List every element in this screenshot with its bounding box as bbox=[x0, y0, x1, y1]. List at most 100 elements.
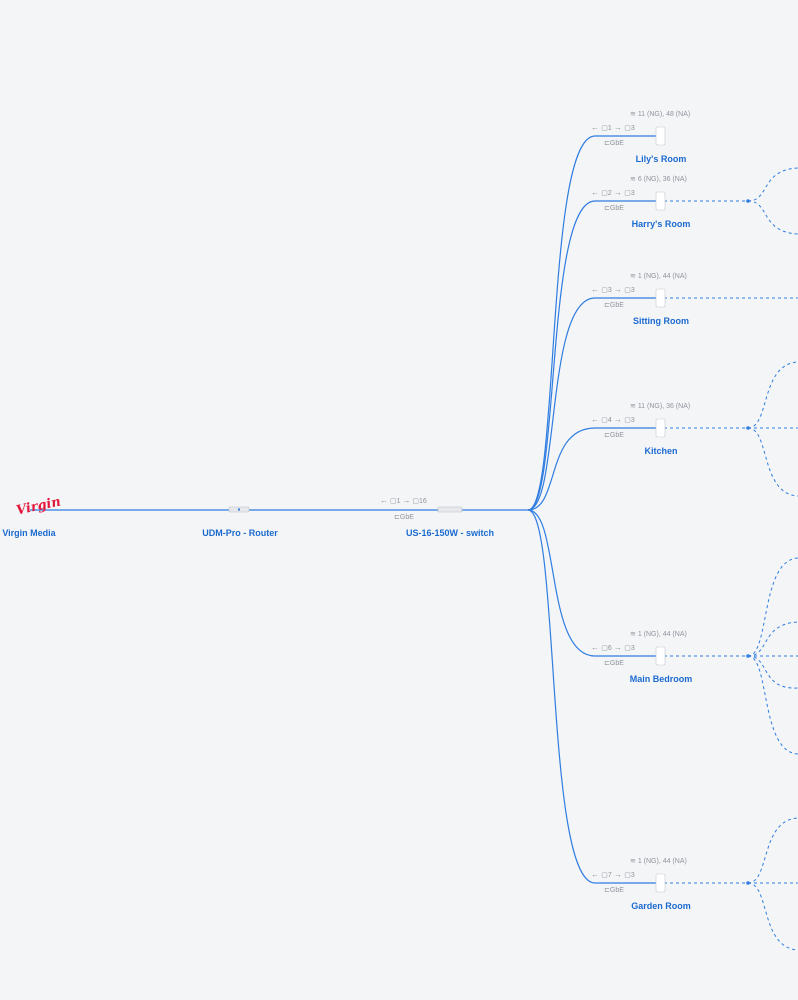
ap-label-kitchen[interactable]: Kitchen bbox=[644, 446, 678, 456]
switch-ports-down: 16 bbox=[419, 498, 427, 505]
access-point-icon[interactable] bbox=[655, 191, 666, 211]
ap-label-lily-s-room[interactable]: Lily's Room bbox=[635, 154, 687, 164]
ap-port-stats-main-bedroom: ← ▢6 → ▢3 bbox=[591, 643, 635, 652]
access-point-icon[interactable] bbox=[655, 288, 666, 308]
ap-speed-garden-room: ⊏GbE bbox=[604, 886, 624, 894]
ap-speed-sitting-room: ⊏GbE bbox=[604, 301, 624, 309]
ap-speed-lily-s-room: ⊏GbE bbox=[604, 139, 624, 147]
ap-port-stats-garden-room: ← ▢7 → ▢3 bbox=[591, 870, 635, 879]
ap-port-down: 3 bbox=[630, 287, 635, 294]
ap-port-up: 3 bbox=[607, 287, 612, 294]
ap-port-stats-lily-s-room: ← ▢1 → ▢3 bbox=[591, 123, 635, 132]
ap-speed-value: GbE bbox=[609, 432, 624, 439]
downlink-port-icon: ▢ bbox=[624, 417, 631, 424]
ap-label-garden-room[interactable]: Garden Room bbox=[631, 901, 691, 911]
ap-speed-main-bedroom: ⊏GbE bbox=[604, 659, 624, 667]
ap-port-down: 3 bbox=[630, 417, 635, 424]
ap-port-up: 2 bbox=[607, 190, 612, 197]
arrow-left-icon: ← bbox=[591, 643, 602, 652]
ethernet-icon: ⊏ bbox=[604, 205, 610, 212]
access-point-icon[interactable] bbox=[655, 873, 666, 893]
ap-label-main-bedroom[interactable]: Main Bedroom bbox=[629, 674, 693, 684]
arrow-right-icon: → bbox=[611, 643, 625, 652]
uplink-port-icon: ▢ bbox=[601, 417, 608, 424]
ap-client-count-sitting-room: ≋ 1 (NG), 44 (NA) bbox=[630, 272, 687, 280]
ap-clients-text: 1 (NG), 44 (NA) bbox=[637, 631, 687, 638]
router-device-icon[interactable] bbox=[228, 506, 250, 513]
switch-port-stats: ← ▢1 → ▢16 bbox=[380, 496, 427, 505]
uplink-port-icon: ▢ bbox=[601, 287, 608, 294]
ap-clients-text: 11 (NG), 48 (NA) bbox=[637, 111, 691, 118]
switch-speed: ⊏GbE bbox=[394, 513, 414, 521]
uplink-port-icon: ▢ bbox=[601, 125, 608, 132]
ap-port-down: 3 bbox=[630, 125, 635, 132]
ap-label-sitting-room[interactable]: Sitting Room bbox=[633, 316, 689, 326]
uplink-port-icon: ▢ bbox=[389, 498, 397, 505]
ap-client-count-kitchen: ≋ 11 (NG), 36 (NA) bbox=[630, 402, 690, 410]
ap-clients-text: 1 (NG), 44 (NA) bbox=[637, 858, 687, 865]
ap-client-count-garden-room: ≋ 1 (NG), 44 (NA) bbox=[630, 857, 687, 865]
downlink-port-icon: ▢ bbox=[624, 190, 631, 197]
ethernet-icon: ⊏ bbox=[394, 514, 400, 521]
ap-speed-value: GbE bbox=[609, 887, 624, 894]
ap-client-count-harry-s-room: ≋ 6 (NG), 36 (NA) bbox=[630, 175, 687, 183]
uplink-garden-room bbox=[527, 509, 658, 884]
router-label[interactable]: UDM-Pro - Router bbox=[202, 528, 278, 538]
arrow-left-icon: ← bbox=[380, 496, 388, 505]
ap-port-down: 3 bbox=[630, 190, 635, 197]
uplink-harrys-room bbox=[527, 200, 658, 511]
uplink-lilys-room bbox=[527, 135, 658, 511]
ethernet-icon: ⊏ bbox=[604, 887, 610, 894]
ap-client-count-lily-s-room: ≋ 11 (NG), 48 (NA) bbox=[630, 110, 690, 118]
mesh-junctions bbox=[746, 199, 750, 885]
ap-port-stats-harry-s-room: ← ▢2 → ▢3 bbox=[591, 188, 635, 197]
ethernet-icon: ⊏ bbox=[604, 660, 610, 667]
ap-port-down: 3 bbox=[630, 872, 635, 879]
wireless-mesh-links bbox=[664, 167, 798, 951]
ap-speed-value: GbE bbox=[609, 140, 624, 147]
isp-label[interactable]: Virgin Media bbox=[2, 528, 56, 538]
ap-clients-text: 1 (NG), 44 (NA) bbox=[637, 273, 687, 280]
ap-speed-value: GbE bbox=[609, 205, 624, 212]
ethernet-icon: ⊏ bbox=[604, 302, 610, 309]
access-point-icon[interactable] bbox=[655, 646, 666, 666]
wifi-antenna-icon: ≋ bbox=[630, 176, 638, 183]
uplink-kitchen bbox=[527, 427, 658, 511]
arrow-right-icon: → bbox=[611, 188, 625, 197]
uplink-main-bedroom bbox=[527, 509, 658, 657]
ap-label-harry-s-room[interactable]: Harry's Room bbox=[631, 219, 691, 229]
downlink-port-icon: ▢ bbox=[624, 125, 631, 132]
switch-device-icon[interactable] bbox=[437, 506, 463, 513]
access-point-icon[interactable] bbox=[655, 418, 666, 438]
wifi-antenna-icon: ≋ bbox=[630, 403, 638, 410]
ap-speed-value: GbE bbox=[609, 302, 624, 309]
arrow-left-icon: ← bbox=[591, 123, 602, 132]
switch-speed-value: GbE bbox=[399, 514, 414, 521]
arrow-right-icon: → bbox=[611, 415, 625, 424]
arrow-right-icon: → bbox=[611, 870, 625, 879]
switch-label[interactable]: US-16-150W - switch bbox=[405, 528, 495, 538]
ap-port-down: 3 bbox=[630, 645, 635, 652]
uplink-port-icon: ▢ bbox=[601, 190, 608, 197]
wifi-antenna-icon: ≋ bbox=[630, 273, 638, 280]
ap-speed-harry-s-room: ⊏GbE bbox=[604, 204, 624, 212]
arrow-right-icon: → bbox=[611, 123, 625, 132]
wifi-antenna-icon: ≋ bbox=[630, 631, 638, 638]
access-point-icon[interactable] bbox=[655, 126, 666, 146]
ap-port-stats-kitchen: ← ▢4 → ▢3 bbox=[591, 415, 635, 424]
ap-clients-text: 11 (NG), 36 (NA) bbox=[637, 403, 691, 410]
ap-port-up: 4 bbox=[607, 417, 612, 424]
arrow-right-icon: → bbox=[611, 285, 625, 294]
arrow-right-icon: → bbox=[402, 496, 411, 505]
arrow-left-icon: ← bbox=[591, 415, 602, 424]
ap-port-up: 7 bbox=[607, 872, 612, 879]
ap-client-count-main-bedroom: ≋ 1 (NG), 44 (NA) bbox=[630, 630, 687, 638]
wifi-antenna-icon: ≋ bbox=[630, 858, 638, 865]
downlink-port-icon: ▢ bbox=[624, 287, 631, 294]
ap-port-up: 6 bbox=[607, 645, 612, 652]
switch-ports-up: 1 bbox=[396, 498, 401, 505]
uplink-port-icon: ▢ bbox=[601, 872, 608, 879]
ap-speed-kitchen: ⊏GbE bbox=[604, 431, 624, 439]
ap-port-up: 1 bbox=[607, 125, 612, 132]
